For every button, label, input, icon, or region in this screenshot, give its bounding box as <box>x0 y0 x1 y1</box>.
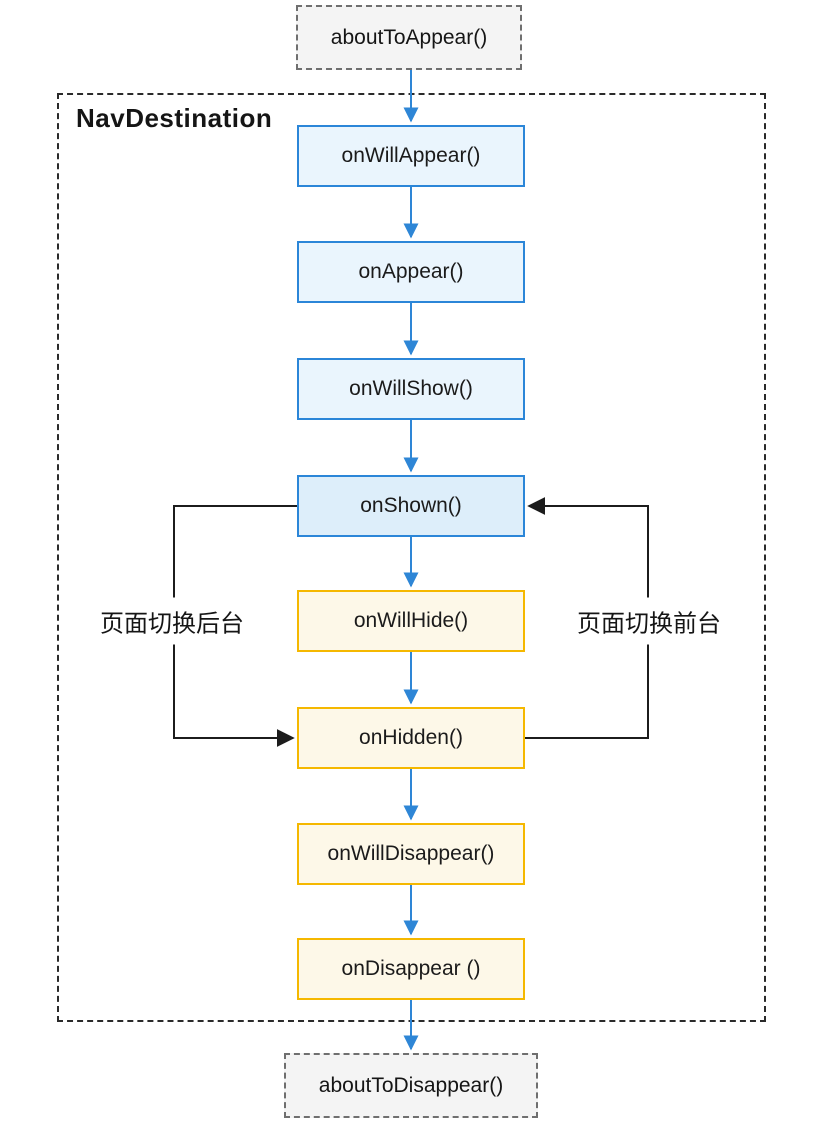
node-onshown-label: onShown() <box>360 494 462 517</box>
loop-label-switch-to-background: 页面切换后台 <box>98 597 246 645</box>
node-ondisappear: onDisappear () <box>297 938 525 1000</box>
node-onwillhide-label: onWillHide() <box>353 609 469 632</box>
node-onhidden-label: onHidden() <box>359 726 463 749</box>
node-ondisappear-label: onDisappear () <box>341 957 481 980</box>
node-onwilldisappear-label: onWillDisappear() <box>327 842 495 865</box>
container-title: NavDestination <box>76 103 273 133</box>
node-onwillshow-label: onWillShow() <box>349 377 473 400</box>
node-onshown: onShown() <box>297 475 525 537</box>
node-onappear: onAppear() <box>297 241 525 303</box>
node-onwillappear-label: onWillAppear() <box>341 144 481 167</box>
node-abouttoappear: aboutToAppear() <box>296 5 522 70</box>
node-onappear-label: onAppear() <box>358 260 464 283</box>
node-onhidden: onHidden() <box>297 707 525 769</box>
node-onwilldisappear: onWillDisappear() <box>297 823 525 885</box>
node-onwillhide: onWillHide() <box>297 590 525 652</box>
node-abouttoappear-label: aboutToAppear() <box>330 25 488 49</box>
node-onwillappear: onWillAppear() <box>297 125 525 187</box>
node-abouttodisappear: aboutToDisappear() <box>284 1053 538 1118</box>
loop-label-switch-to-foreground: 页面切换前台 <box>575 597 723 645</box>
node-abouttodisappear-label: aboutToDisappear() <box>318 1073 504 1097</box>
node-onwillshow: onWillShow() <box>297 358 525 420</box>
